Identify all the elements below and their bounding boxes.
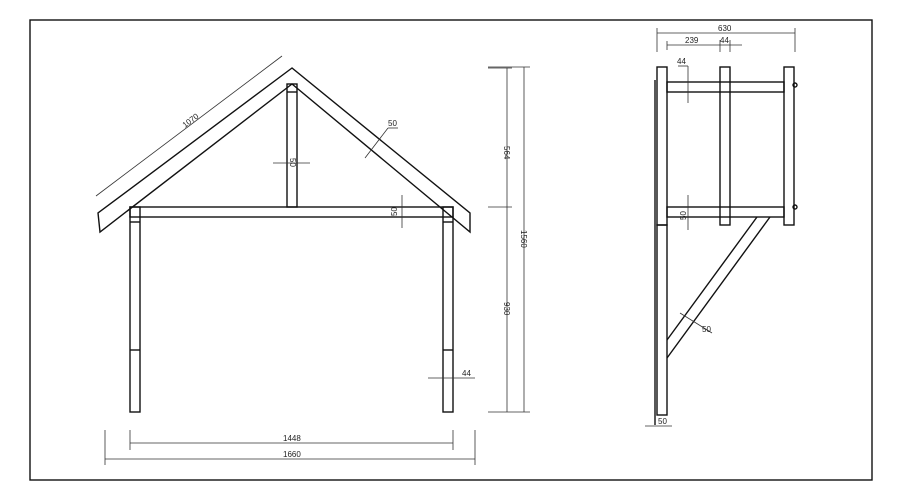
dim-rafter-thickness: 50 (388, 119, 397, 128)
top-rail (666, 81, 785, 93)
left-post (129, 206, 141, 413)
rear-post (783, 66, 795, 226)
dim-post-spacing: 239 (685, 36, 699, 45)
dim-total-height: 1560 (519, 230, 528, 248)
king-post (286, 83, 298, 208)
dim-beam: 50 (390, 207, 399, 216)
front-view: 1070 50 50 50 44 1448 1660 564 930 1560 (95, 55, 530, 465)
dim-side-post-width: 44 (720, 36, 729, 45)
middle-post (719, 66, 731, 226)
dim-inner-width: 1448 (283, 434, 301, 443)
dim-brace: 50 (702, 325, 711, 334)
dim-overall-depth: 630 (718, 24, 732, 33)
right-post (442, 206, 454, 413)
dim-king-post: 50 (288, 158, 297, 167)
dim-post: 44 (462, 369, 471, 378)
drawing-frame (29, 19, 873, 481)
wall-post (656, 224, 668, 416)
dim-rafter-length: 1070 (181, 111, 201, 129)
side-view: 630 239 44 44 50 50 50 (645, 24, 798, 427)
dim-roof-height: 564 (502, 146, 511, 160)
dim-overall-width: 1660 (283, 450, 301, 459)
dim-wall-height: 930 (502, 302, 511, 316)
tie-beam (129, 206, 454, 218)
bottom-rail (666, 206, 785, 218)
dim-bottom-rail: 50 (679, 211, 688, 220)
dim-top-rail: 44 (677, 57, 686, 66)
front-post (656, 66, 668, 226)
dim-post-base: 50 (658, 417, 667, 426)
